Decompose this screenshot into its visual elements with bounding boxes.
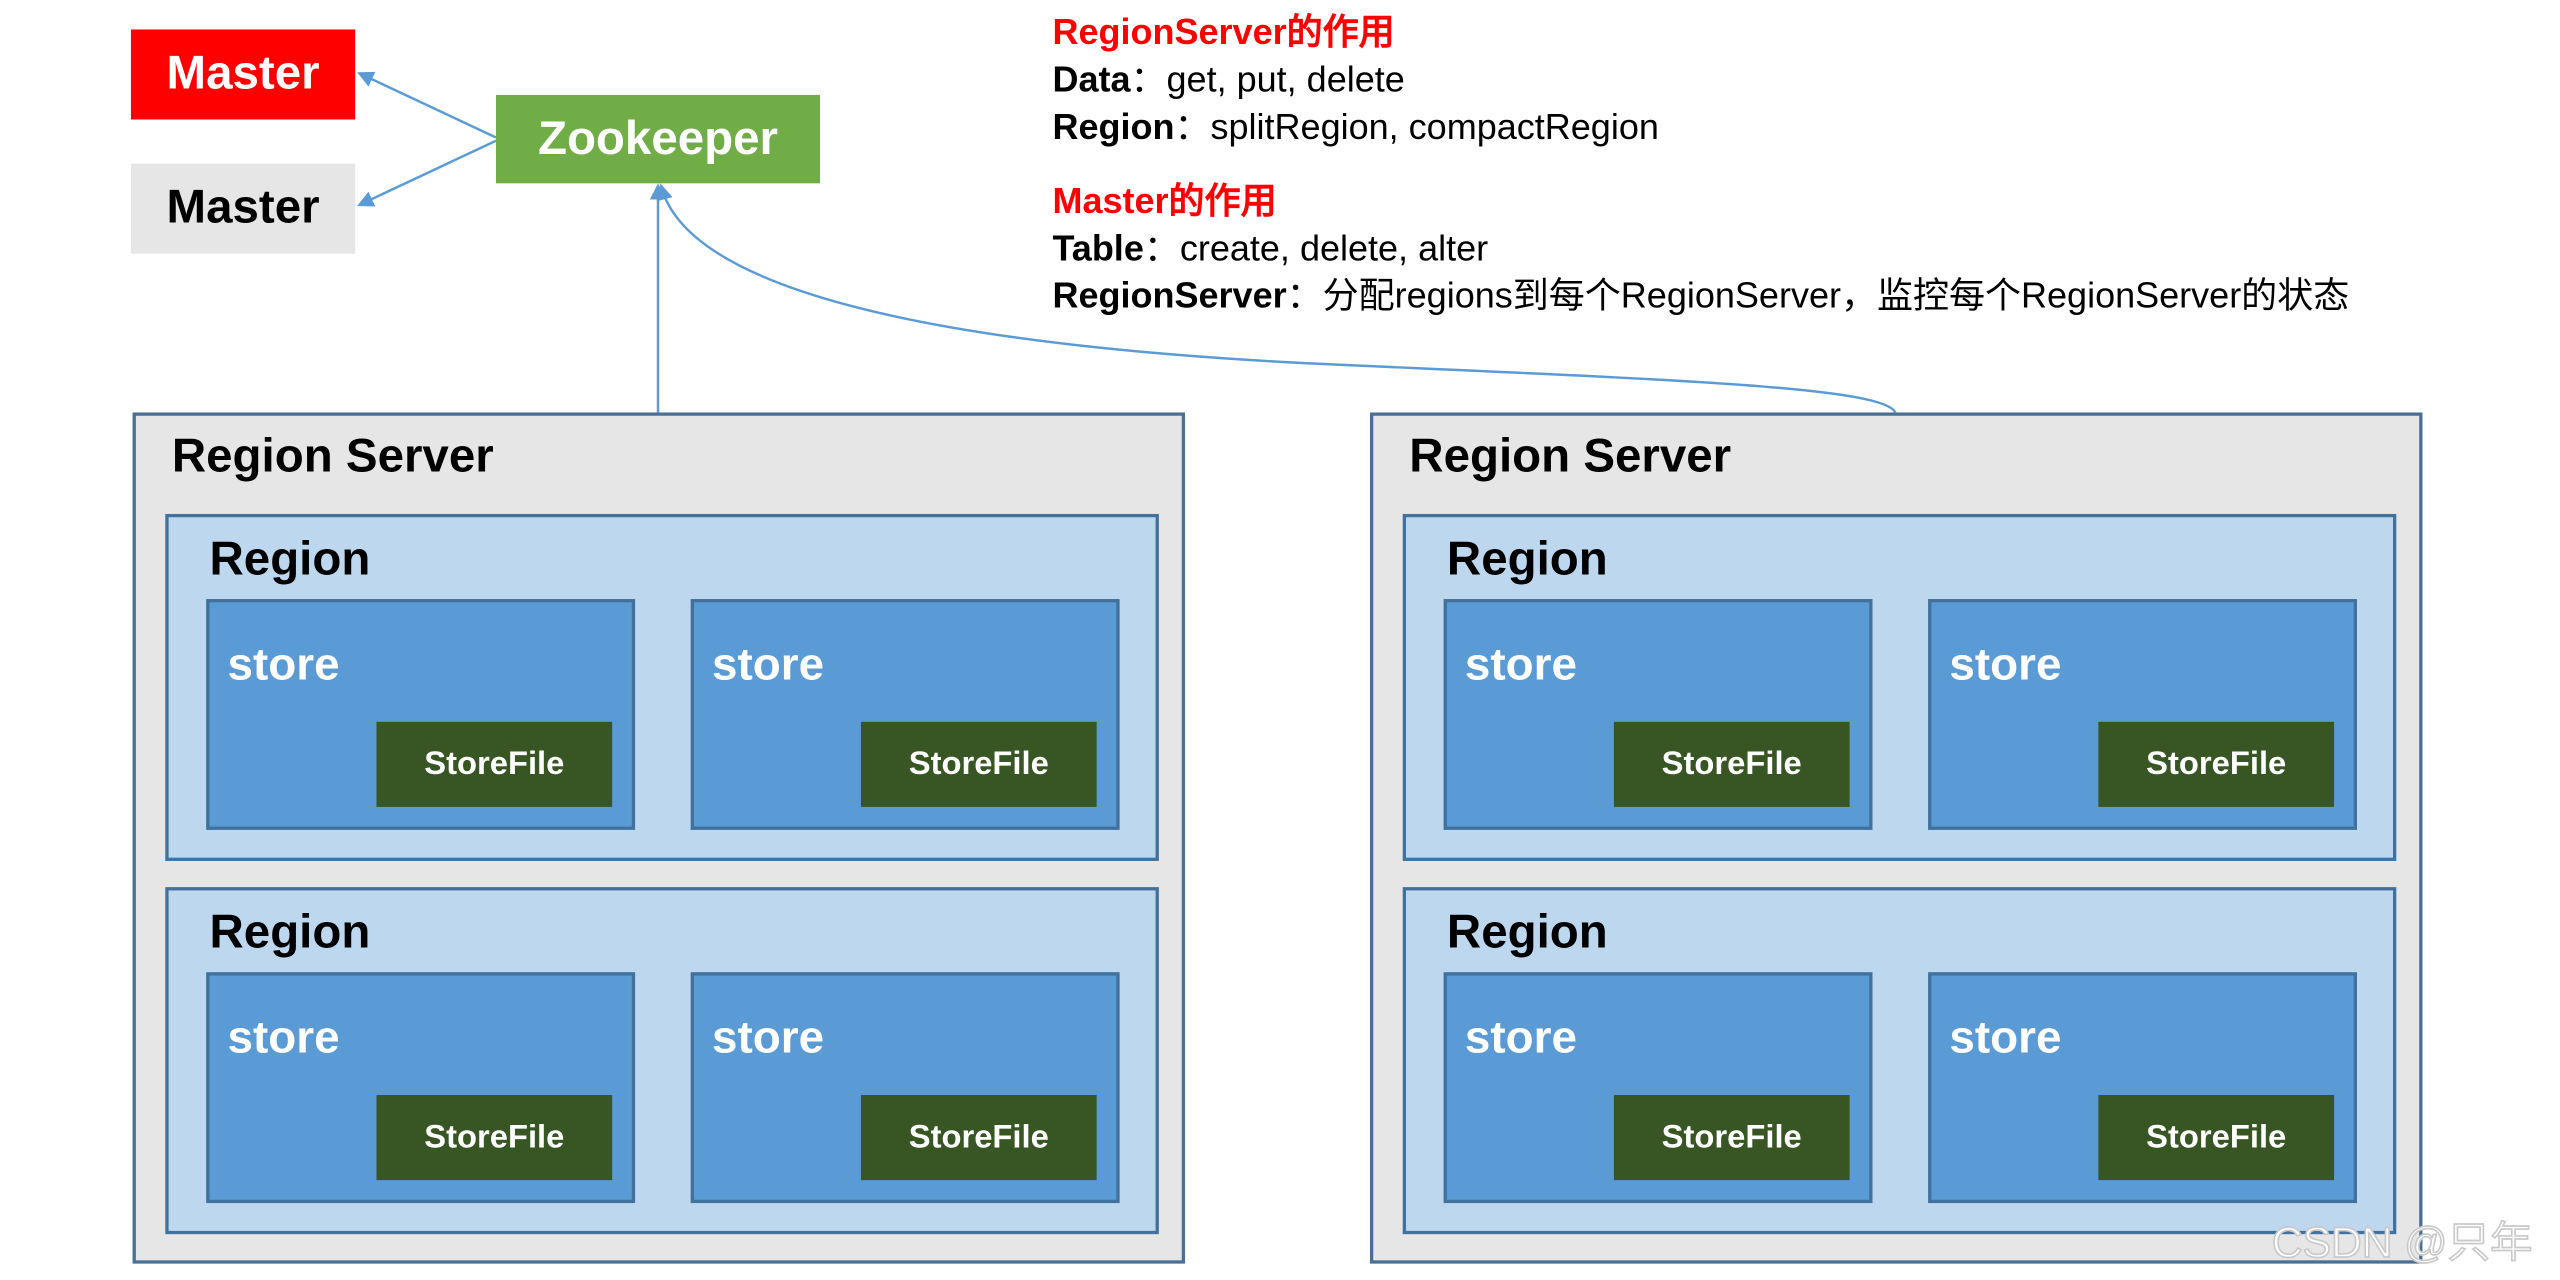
note-value-region: ：splitRegion, compactRegion [1174,106,1659,148]
region-title: Region [209,906,371,960]
store-box: store StoreFile [206,599,636,830]
storefile-box: StoreFile [376,721,613,807]
note-line-region: Region：splitRegion, compactRegion [1052,103,1658,150]
store-box: store StoreFile [1443,599,1873,830]
note-line-data: Data：get, put, delete [1052,56,1658,103]
store-box: store StoreFile [690,972,1120,1204]
arrow-regionserver2-to-zookeeper [656,183,1897,414]
note-key-table: Table [1052,227,1144,269]
watermark-text: CSDN @只年 [2271,1217,2533,1268]
note-key-region: Region [1052,106,1175,148]
storefile-box: StoreFile [1613,721,1850,807]
storefile-box: StoreFile [376,1095,613,1181]
active-master-box: Master [130,29,356,120]
store-label: store [227,1011,340,1063]
store-label: store [712,638,825,690]
region-server-1: Region Server Region store StoreFile sto… [132,412,1186,1264]
storefile-box: StoreFile [2098,721,2335,807]
store-box: store StoreFile [1928,599,2357,830]
region-box: Region store StoreFile store StoreFile [1402,513,2397,861]
note-line-regionserver: RegionServer：分配regions到每个RegionServer，监控… [1052,272,2349,319]
note-value-data: ：get, put, delete [1130,58,1405,100]
note-value-table: ：create, delete, alter [1143,227,1489,269]
region-title: Region [1446,906,1608,960]
storefile-box: StoreFile [860,721,1097,807]
note-key-data: Data [1052,58,1131,100]
store-box: store StoreFile [1443,972,1873,1204]
store-box: store StoreFile [206,972,636,1204]
region-server-title: Region Server [171,430,494,483]
storefile-box: StoreFile [1613,1095,1850,1181]
region-box: Region store StoreFile store StoreFile [165,887,1159,1235]
arrow-zookeeper-to-active-master [357,71,497,139]
note-line-table: Table：create, delete, alter [1052,224,2349,271]
store-label: store [1949,1011,2062,1063]
storefile-box: StoreFile [2098,1095,2335,1181]
store-box: store StoreFile [1928,972,2357,1204]
arrow-zookeeper-to-standby-master [357,139,497,207]
zookeeper-box: Zookeeper [495,94,821,184]
storefile-box: StoreFile [860,1095,1097,1181]
store-label: store [712,1011,825,1063]
region-title: Region [1446,533,1608,586]
master-notes: Master的作用 Table：create, delete, alter Re… [1052,177,2349,319]
active-master-label: Master [166,47,320,100]
master-notes-heading: Master的作用 [1052,180,1277,221]
note-value-regionserver: ：分配regions到每个RegionServer，监控每个RegionServ… [1286,274,2350,316]
regionserver-notes-heading: RegionServer的作用 [1052,11,1395,53]
store-box: store StoreFile [690,599,1120,830]
standby-master-box: Master [130,163,356,254]
regionserver-notes: RegionServer的作用 Data：get, put, delete Re… [1052,8,1658,150]
standby-master-label: Master [166,181,320,235]
store-label: store [1464,1011,1578,1063]
zookeeper-label: Zookeeper [537,112,779,165]
note-key-regionserver: RegionServer [1052,274,1287,316]
region-box: Region store StoreFile store StoreFile [1402,887,2397,1235]
region-title: Region [209,533,371,586]
store-label: store [1949,638,2062,690]
store-label: store [227,638,340,690]
region-box: Region store StoreFile store StoreFile [165,513,1159,861]
store-label: store [1464,638,1578,690]
region-server-2: Region Server Region store StoreFile sto… [1370,412,2423,1264]
region-server-title: Region Server [1409,430,1732,483]
